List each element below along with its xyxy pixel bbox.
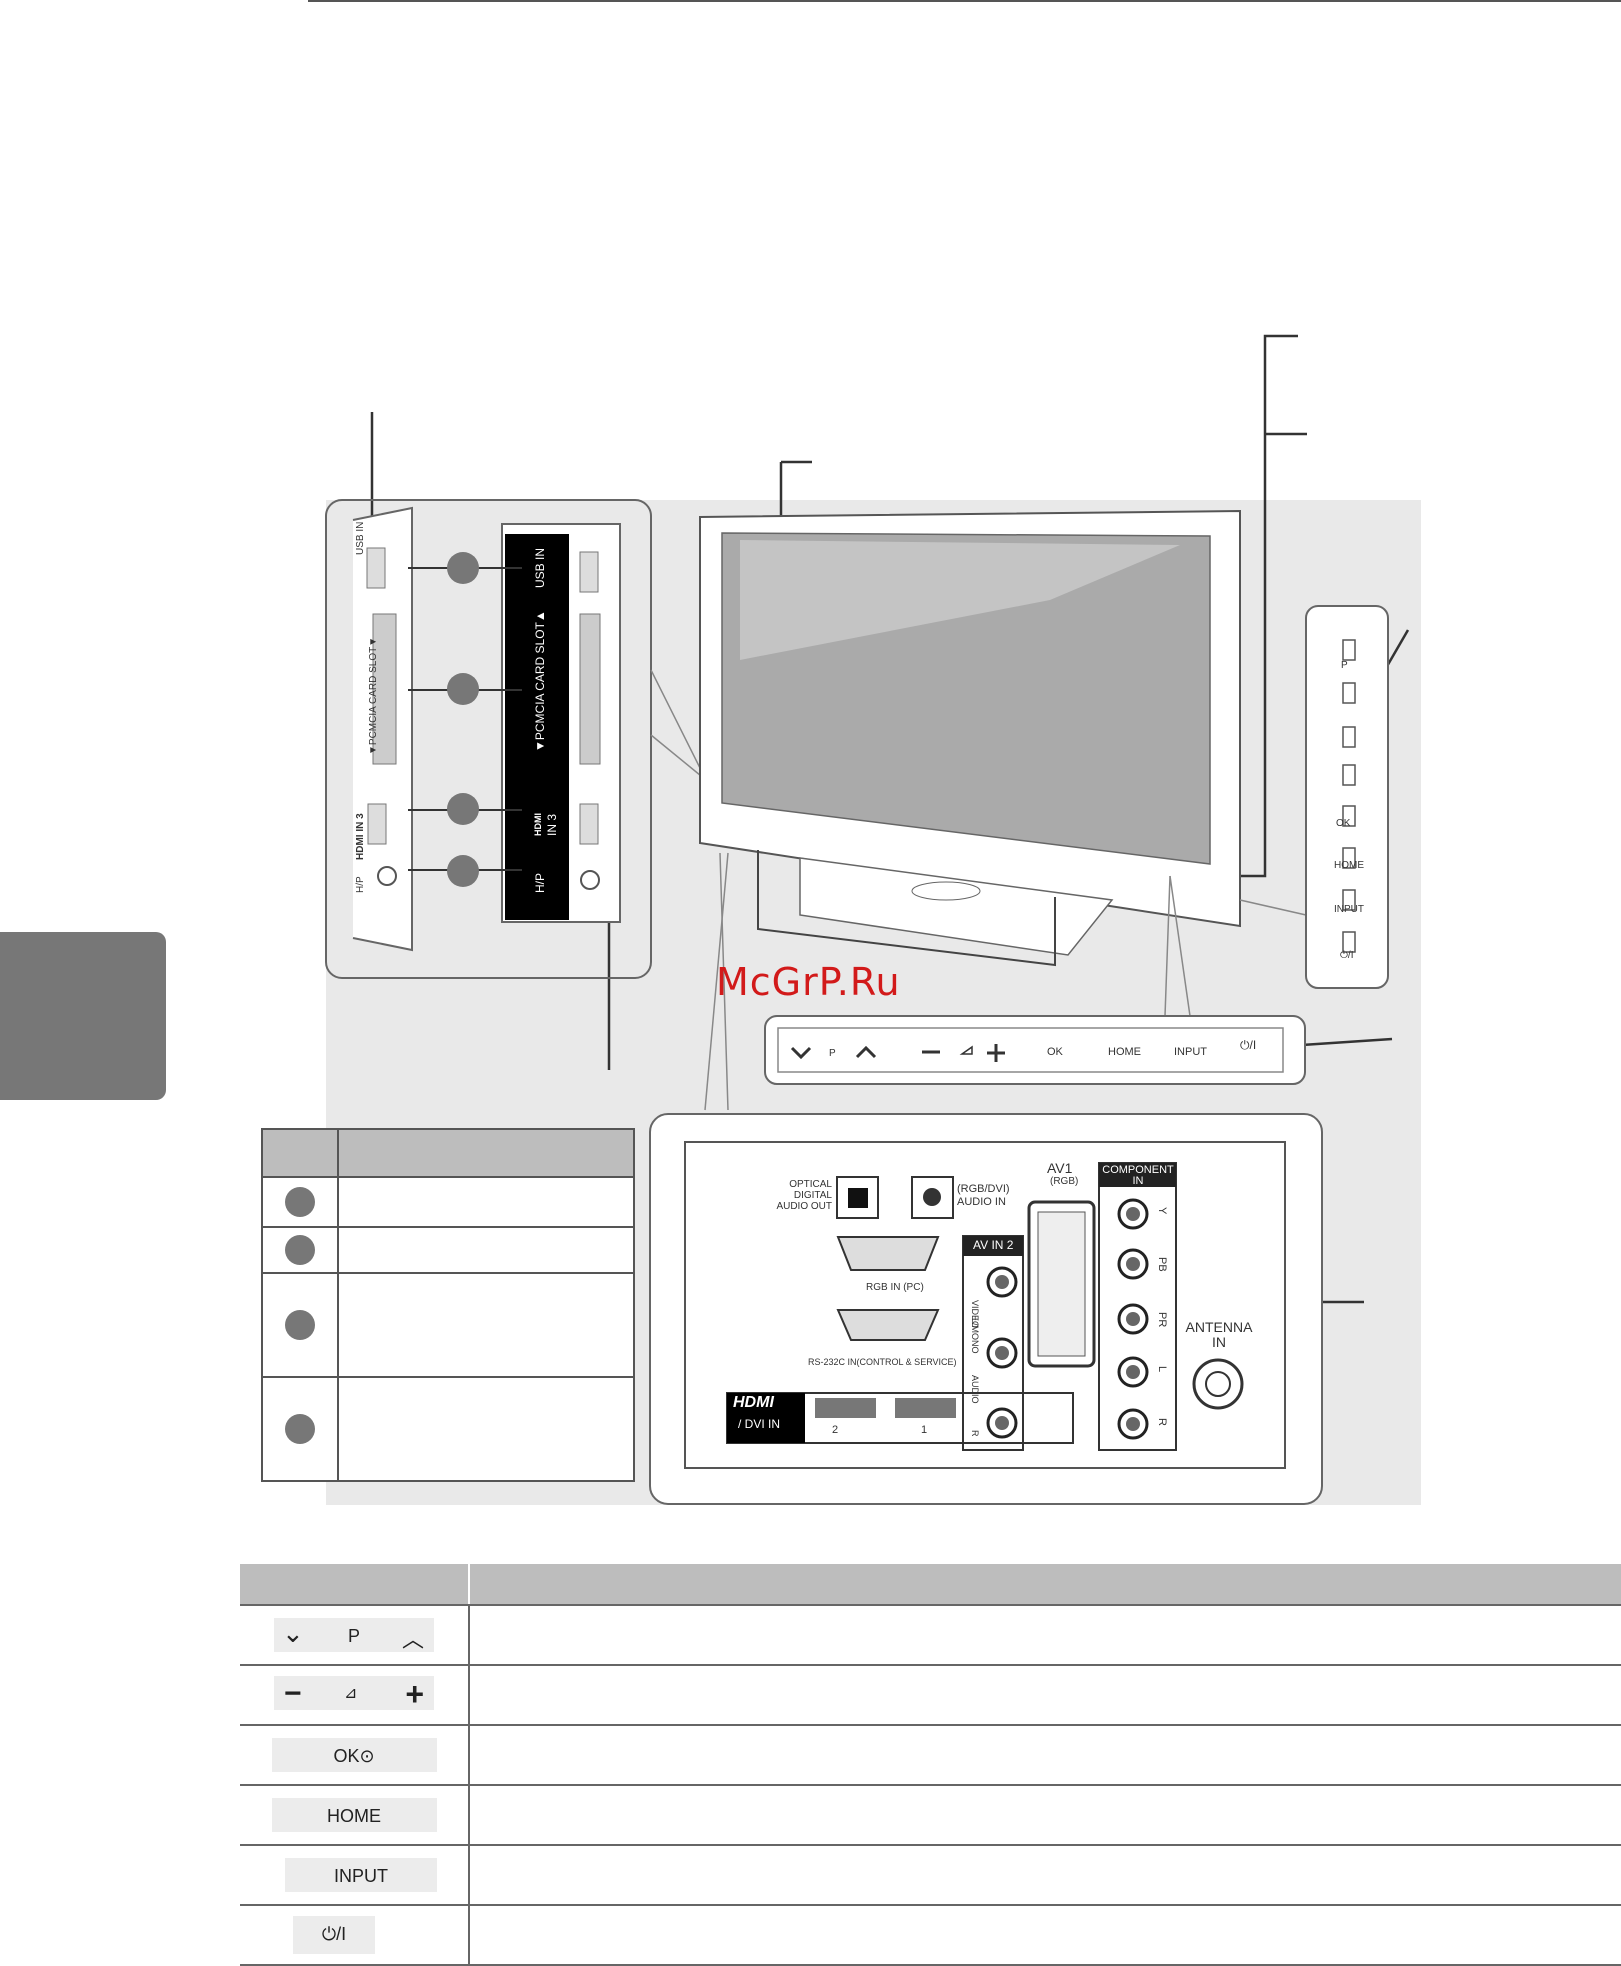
- side-input-label: INPUT: [1334, 904, 1364, 915]
- side-button-strip: [1305, 605, 1389, 989]
- side-terminal-panel: [325, 499, 707, 979]
- rgb-dvi-audio-label: (RGB/DVI) AUDIO IN: [957, 1183, 1010, 1209]
- chevron-up-icon: ︿: [401, 1627, 424, 1652]
- side-ok-label: OK: [1336, 818, 1351, 829]
- front-power-label: ⏻/I: [1240, 1038, 1257, 1052]
- rs232c-label: RS-232C IN(CONTROL & SERVICE): [808, 1357, 957, 1367]
- program-label: P: [347, 1626, 360, 1646]
- legend-number-2: [285, 1235, 315, 1265]
- legend-row: [261, 1376, 635, 1482]
- component-pr-label: PR: [1156, 1312, 1168, 1328]
- ok-label: OK: [333, 1746, 360, 1766]
- chapter-tab-marker: [0, 932, 166, 1100]
- pcmcia-zoom-label: ▼PCMCIA CARD SLOT▲: [533, 610, 547, 752]
- front-button-bar: [764, 1015, 1306, 1085]
- optical-line-3: AUDIO OUT: [776, 1201, 832, 1212]
- front-home-label: HOME: [1108, 1046, 1141, 1058]
- volume-button-chip: − ⊿ +: [274, 1675, 434, 1712]
- rgb-dvi-line-1: (RGB/DVI): [957, 1183, 1010, 1195]
- button-table-header: [240, 1564, 1621, 1606]
- top-rule: [308, 0, 1621, 2]
- ok-circle-icon: ⊙: [359, 1746, 375, 1766]
- legend-row: [261, 1226, 635, 1274]
- rear-panel: [649, 1113, 1323, 1505]
- rgb-in-pc-label: RGB IN (PC): [866, 1282, 924, 1293]
- hdmi-in3-side-label: HDMI IN 3: [355, 813, 366, 860]
- hdmi-port-2-label: 2: [832, 1424, 839, 1436]
- rgb-dvi-line-2: AUDIO IN: [957, 1196, 1006, 1208]
- button-row-power: ⏻/I: [240, 1905, 1621, 1966]
- ok-button-chip: OK⊙: [271, 1738, 437, 1772]
- antenna-line-2: IN: [1212, 1334, 1226, 1350]
- optical-line-2: DIGITAL: [793, 1190, 832, 1201]
- home-button-chip: HOME: [271, 1798, 437, 1832]
- minus-icon: −: [284, 1676, 302, 1710]
- component-y-label: Y: [1156, 1207, 1168, 1215]
- watermark: McGrP.Ru: [716, 960, 901, 1004]
- component-l-label: L: [1156, 1366, 1168, 1373]
- side-home-label: HOME: [1334, 860, 1364, 871]
- program-button-chip: ⌄ P ︿: [274, 1618, 434, 1652]
- side-p-label: P: [1341, 660, 1348, 671]
- button-row-volume: − ⊿ +: [240, 1665, 1621, 1726]
- button-description-table: ⌄ P ︿ − ⊿ + OK⊙ HOME INPUT ⏻/I: [240, 1564, 1621, 1966]
- input-button-chip: INPUT: [285, 1858, 437, 1892]
- pcmcia-side-label: ▼PCMCIA CARD SLOT▼: [368, 636, 379, 755]
- connector-legend-table: [261, 1128, 635, 1482]
- hp-zoom-label: H/P: [533, 872, 547, 893]
- legend-row: [261, 1176, 635, 1228]
- av1-label: AV1: [1047, 1160, 1073, 1176]
- antenna-line-1: ANTENNA: [1185, 1319, 1253, 1335]
- button-row-ok: OK⊙: [240, 1725, 1621, 1786]
- component-pb-label: PB: [1156, 1257, 1168, 1272]
- component-line-2: IN: [1132, 1175, 1144, 1187]
- tv-set: [699, 509, 1307, 1111]
- optical-line-1: OPTICAL: [789, 1179, 832, 1190]
- legend-number-4: [285, 1414, 315, 1444]
- legend-number-3: [285, 1310, 315, 1340]
- front-input-label: INPUT: [1174, 1046, 1207, 1058]
- hdmi-port-1-label: 1: [921, 1424, 928, 1436]
- l-mono-label: L/MONO: [970, 1318, 980, 1354]
- volume-icon: ⊿: [344, 1684, 358, 1702]
- plus-icon: +: [405, 1675, 424, 1712]
- legend-row: [261, 1272, 635, 1378]
- usb-in-side-label: USB IN: [355, 521, 366, 555]
- component-line-1: COMPONENT: [1102, 1164, 1174, 1176]
- optical-label: OPTICAL DIGITAL AUDIO OUT: [772, 1179, 832, 1212]
- button-row-input: INPUT: [240, 1845, 1621, 1906]
- in3-zoom-label: IN 3: [545, 813, 559, 836]
- button-row-program: ⌄ P ︿: [240, 1605, 1621, 1666]
- legend-header-row: [261, 1128, 635, 1178]
- legend-number-1: [285, 1187, 315, 1217]
- component-r-label: R: [1156, 1418, 1168, 1426]
- av-in2-label: AV IN 2: [973, 1238, 1014, 1252]
- component-in-label: COMPONENT IN: [1102, 1165, 1174, 1187]
- hdmi-zoom-label: HDMI: [533, 813, 543, 836]
- audio-label: AUDIO: [970, 1375, 980, 1404]
- hp-side-label: H/P: [355, 876, 366, 893]
- power-button-chip: ⏻/I: [293, 1916, 375, 1954]
- side-power-label: ⏻/I: [1340, 950, 1354, 961]
- front-p-label: P: [829, 1048, 836, 1059]
- r-badge: R: [970, 1430, 980, 1437]
- front-ok-label: OK: [1047, 1046, 1063, 1058]
- hdmi-logo: HDMI: [733, 1394, 774, 1411]
- av1-sub-label: (RGB): [1050, 1176, 1079, 1187]
- button-row-home: HOME: [240, 1785, 1621, 1846]
- dvi-in-label: / DVI IN: [738, 1417, 781, 1431]
- usb-in-zoom-label: USB IN: [533, 547, 547, 588]
- antenna-in-label: ANTENNA IN: [1182, 1320, 1256, 1350]
- chevron-down-icon: ⌄: [282, 1618, 304, 1648]
